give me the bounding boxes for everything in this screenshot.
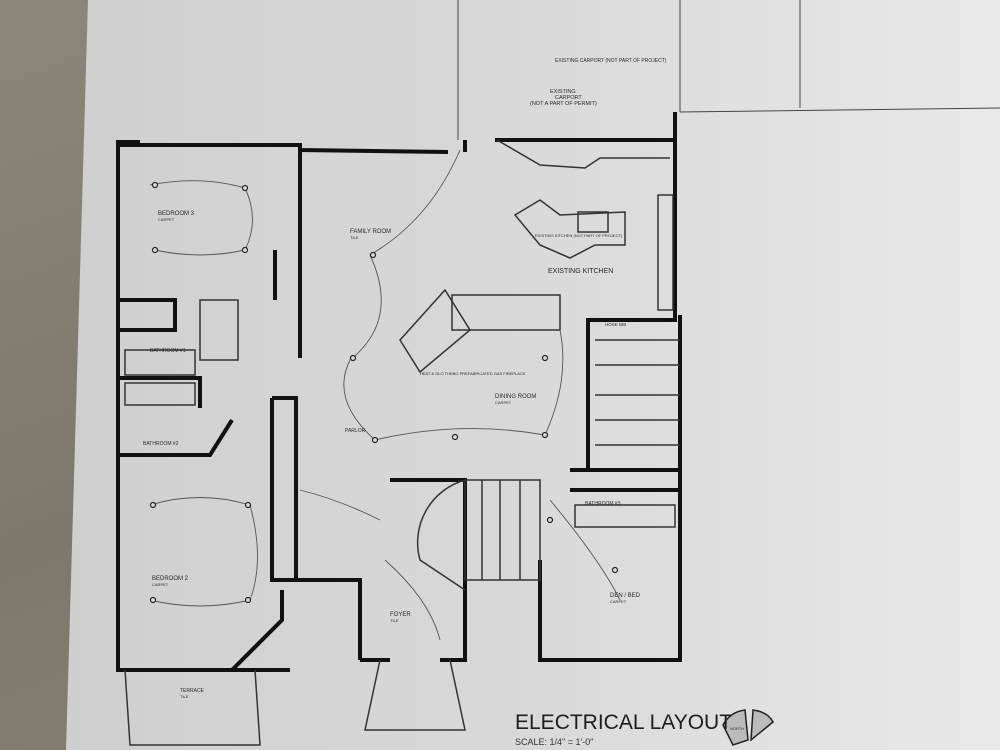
light-fixtures: [149, 181, 619, 604]
existing-kitchen-label: EXISTING KITCHEN: [548, 268, 613, 275]
bedroom2-label: BEDROOM 2: [152, 576, 189, 582]
circuit-arcs: [149, 149, 621, 641]
foyer-label: FOYER: [390, 612, 411, 618]
thin-walls: [124, 139, 680, 746]
carport-label-1: EXISTING: [550, 89, 576, 95]
dining-room-label: DINING ROOM: [495, 394, 536, 400]
dining-room-floor: CARPET: [495, 400, 512, 405]
family-room-label: FAMILY ROOM: [350, 229, 391, 235]
carport-top-label: EXISTING CARPORT (NOT PART OF PROJECT): [555, 58, 667, 64]
parlor-label: PARLOR: [345, 428, 366, 434]
terrace-floor: TILE: [180, 694, 189, 699]
bathroom3-label: BATHROOM #3: [585, 501, 621, 507]
den-bed-label: DEN / BED: [610, 593, 641, 599]
terrace-label: TERRACE: [180, 688, 205, 694]
hose-bib-label: HOSE BIB: [605, 322, 626, 327]
den-floor: CARPET: [610, 599, 627, 604]
bedroom3-floor: CARPET: [158, 217, 175, 222]
carport-lines: [457, 0, 1000, 140]
drawing-scale: SCALE: 1/4" = 1'-0": [515, 737, 594, 747]
carport-label-3: (NOT A PART OF PERMIT): [530, 101, 597, 107]
walls: [116, 112, 682, 672]
bedroom3-label: BEDROOM 3: [158, 211, 195, 217]
family-room-floor: TILE: [350, 235, 359, 240]
paper-sheet: [66, 0, 1000, 750]
bedroom2-floor: CARPET: [152, 582, 169, 587]
north-arrow-icon: NORTH: [722, 709, 774, 746]
fireplace-note: HEAT & GLO THEBO PREFABRICATED GAS FIREP…: [420, 371, 526, 376]
bathroom2-label: BATHROOM #2: [143, 441, 179, 447]
drawing-title: ELECTRICAL LAYOUT: [515, 711, 733, 734]
foyer-floor: TILE: [390, 618, 399, 623]
room-labels: EXISTING CARPORT (NOT PART OF PROJECT) E…: [143, 58, 667, 699]
bathroom1-label: BATHROOM #1: [150, 348, 186, 354]
kitchen-note: EXISTING KITCHEN (NOT PART OF PROJECT): [535, 233, 623, 238]
north-label: NORTH: [730, 726, 744, 731]
carport-label-2: CARPORT: [555, 95, 582, 101]
